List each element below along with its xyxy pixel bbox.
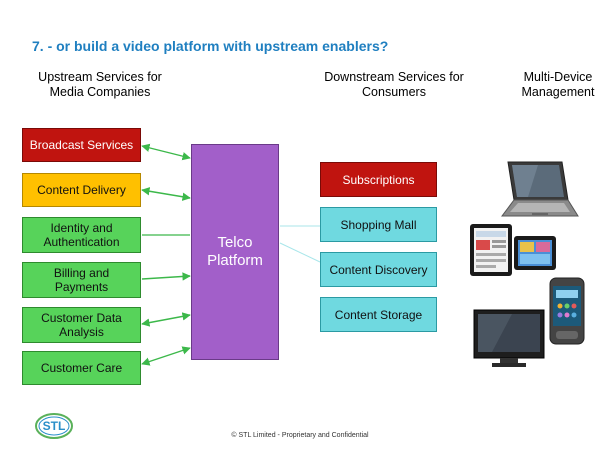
multidevice-header: Multi-Device Management xyxy=(521,70,595,99)
connector-downstream-2 xyxy=(279,242,321,263)
downstream-label: Subscriptions xyxy=(342,172,415,187)
upstream-label: Customer Data Analysis xyxy=(41,311,122,339)
telco-platform: Telco Platform xyxy=(191,144,279,360)
downstream-label: Content Storage xyxy=(334,307,423,322)
upstream-broadcast-services: Broadcast Services xyxy=(22,128,141,162)
upstream-label: Content Delivery xyxy=(37,183,126,197)
upstream-content-delivery: Content Delivery xyxy=(22,173,141,207)
upstream-identity-authentication: Identity and Authentication xyxy=(22,217,141,253)
laptop-icon xyxy=(501,161,579,217)
connector-billing xyxy=(141,272,191,281)
upstream-label: Customer Care xyxy=(40,361,123,375)
upstream-customer-data-analysis: Customer Data Analysis xyxy=(22,307,141,343)
downstream-shopping-mall: Shopping Mall xyxy=(320,207,437,242)
logo-text: STL xyxy=(42,419,66,433)
upstream-label: Billing and Payments xyxy=(53,266,110,294)
upstream-label: Broadcast Services xyxy=(29,138,134,152)
downstream-label: Shopping Mall xyxy=(340,217,417,232)
downstream-label: Content Discovery xyxy=(329,262,428,277)
upstream-customer-care: Customer Care xyxy=(22,351,141,385)
connector-delivery xyxy=(141,187,191,201)
connector-care xyxy=(141,346,191,366)
downstream-header: Downstream Services for Consumers xyxy=(324,70,464,99)
tablet-icon xyxy=(470,224,556,276)
upstream-label: Identity and Authentication xyxy=(43,221,120,249)
connector-broadcast xyxy=(141,143,191,161)
smartphone-icon xyxy=(549,277,585,345)
slide-title: 7. - or build a video platform with upst… xyxy=(32,38,389,54)
footer-text: © STL Limited - Proprietary and Confiden… xyxy=(231,432,369,439)
stl-logo xyxy=(35,413,73,439)
upstream-billing-payments: Billing and Payments xyxy=(22,262,141,298)
downstream-content-discovery: Content Discovery xyxy=(320,252,437,287)
downstream-content-storage: Content Storage xyxy=(320,297,437,332)
platform-label: Telco Platform xyxy=(207,234,263,269)
connector-analysis xyxy=(141,312,191,327)
upstream-header: Upstream Services for Media Companies xyxy=(38,70,162,99)
downstream-subscriptions: Subscriptions xyxy=(320,162,437,197)
tv-icon xyxy=(473,309,545,367)
